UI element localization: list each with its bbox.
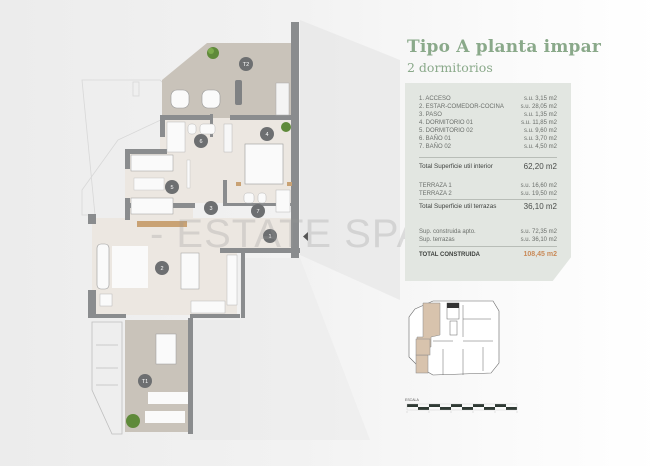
total-terraces-label: Total Superficie util terrazas [419, 203, 497, 210]
bedroom-2-furniture [130, 154, 191, 215]
room-marker-t1: T1 [138, 374, 152, 388]
built-row: Sup. terrazas s.u. 36,10 m2 [419, 236, 557, 244]
svg-text:T2: T2 [243, 62, 249, 68]
room-marker-3: 3 [204, 201, 218, 215]
total-terraces-row: Total Superficie util terrazas 36,10 m2 [419, 203, 557, 211]
svg-text:1: 1 [268, 234, 271, 240]
planter-outline [91, 321, 123, 435]
room-marker-7: 7 [251, 204, 265, 218]
room-row: 6. BAÑO 01 s.u. 3,70 m2 [419, 135, 557, 143]
bathroom-2-fixtures [243, 189, 291, 213]
svg-text:3: 3 [209, 206, 212, 212]
total-interior-label: Total Superficie util interior [419, 163, 493, 170]
room-value: s.u. 4,50 m2 [523, 144, 557, 150]
key-plan [408, 300, 500, 376]
room-value: s.u. 9,60 m2 [523, 128, 557, 134]
surfaces-panel: 1. ACCESO s.u. 3,15 m2 2. ESTAR-COMEDOR-C… [405, 83, 571, 281]
room-marker-1: 1 [263, 229, 277, 243]
terrace-value: s.u. 19,50 m2 [520, 191, 557, 197]
divider [419, 246, 557, 247]
room-row: 3. PASO s.u. 1,35 m2 [419, 111, 557, 119]
built-label: Sup. terrazas [419, 237, 455, 243]
total-built-value: 108,45 m2 [523, 251, 557, 258]
divider [419, 157, 557, 158]
terrace-value: s.u. 16,60 m2 [520, 183, 557, 189]
room-row: 4. DORMITORIO 01 s.u. 11,85 m2 [419, 119, 557, 127]
svg-text:2: 2 [160, 266, 163, 272]
built-value: s.u. 36,10 m2 [520, 237, 557, 243]
bedroom-1-furniture [236, 122, 292, 186]
room-row: 1. ACCESO s.u. 3,15 m2 [419, 95, 557, 103]
room-label: 7. BAÑO 02 [419, 144, 452, 150]
bathroom-1-fixtures [166, 121, 233, 153]
svg-text:T1: T1 [142, 379, 148, 385]
room-marker-t2: T2 [239, 57, 253, 71]
built-value: s.u. 72,35 m2 [520, 229, 557, 235]
total-interior-value: 62,20 m2 [523, 162, 557, 171]
room-label: 2. ESTAR-COMEDOR-COCINA [419, 104, 504, 110]
built-label: Sup. construida apto. [419, 229, 476, 235]
svg-text:4: 4 [265, 132, 268, 138]
svg-text:7: 7 [256, 209, 259, 215]
room-value: s.u. 1,35 m2 [523, 112, 557, 118]
room-marker-2: 2 [155, 261, 169, 275]
room-value: s.u. 11,85 m2 [521, 120, 557, 126]
terrace-row: TERRAZA 1 s.u. 16,60 m2 [419, 182, 557, 190]
room-label: 4. DORMITORIO 01 [419, 120, 473, 126]
page-subtitle: 2 dormitorios [407, 60, 493, 75]
room-label: 3. PASO [419, 112, 442, 118]
room-value: s.u. 3,15 m2 [523, 96, 557, 102]
room-row: 2. ESTAR-COMEDOR-COCINA s.u. 28,05 m2 [419, 103, 557, 111]
room-label: 5. DORMITORIO 02 [419, 128, 473, 134]
room-label: 1. ACCESO [419, 96, 451, 102]
terrace-row: TERRAZA 2 s.u. 19,50 m2 [419, 190, 557, 198]
room-marker-5: 5 [165, 180, 179, 194]
scale-label: ESCALA [405, 398, 419, 402]
room-row: 5. DORMITORIO 02 s.u. 9,60 m2 [419, 127, 557, 135]
room-value: s.u. 28,05 m2 [520, 104, 557, 110]
built-row: Sup. construida apto. s.u. 72,35 m2 [419, 228, 557, 236]
room-value: s.u. 3,70 m2 [523, 136, 557, 142]
terrace-label: TERRAZA 1 [419, 183, 452, 189]
page-title: Tipo A planta impar [407, 37, 601, 57]
svg-text:5: 5 [170, 185, 173, 191]
room-marker-4: 4 [260, 127, 274, 141]
highlighted-unit [415, 302, 441, 374]
total-interior-row: Total Superficie util interior 62,20 m2 [419, 163, 557, 171]
entrance-arrow-icon [303, 232, 308, 241]
living-furniture [96, 221, 238, 314]
scale-bar: ESCALA [405, 398, 527, 420]
total-built-label: TOTAL CONSTRUIDA [419, 252, 480, 258]
floor-plan: 1 2 3 4 5 6 7 T1 T2 [81, 20, 400, 440]
room-row: 7. BAÑO 02 s.u. 4,50 m2 [419, 143, 557, 151]
room-marker-6: 6 [194, 134, 208, 148]
terrace-2-furniture [170, 47, 290, 116]
terrace-1-furniture [126, 333, 188, 428]
room-markers: 1 2 3 4 5 6 7 T1 T2 [138, 57, 277, 388]
svg-text:6: 6 [199, 139, 202, 145]
divider [419, 199, 557, 200]
terrace-label: TERRAZA 2 [419, 191, 452, 197]
total-built-row: TOTAL CONSTRUIDA 108,45 m2 [419, 251, 557, 259]
terrace-2-floor [162, 43, 291, 118]
room-label: 6. BAÑO 01 [419, 136, 452, 142]
total-terraces-value: 36,10 m2 [523, 202, 557, 211]
